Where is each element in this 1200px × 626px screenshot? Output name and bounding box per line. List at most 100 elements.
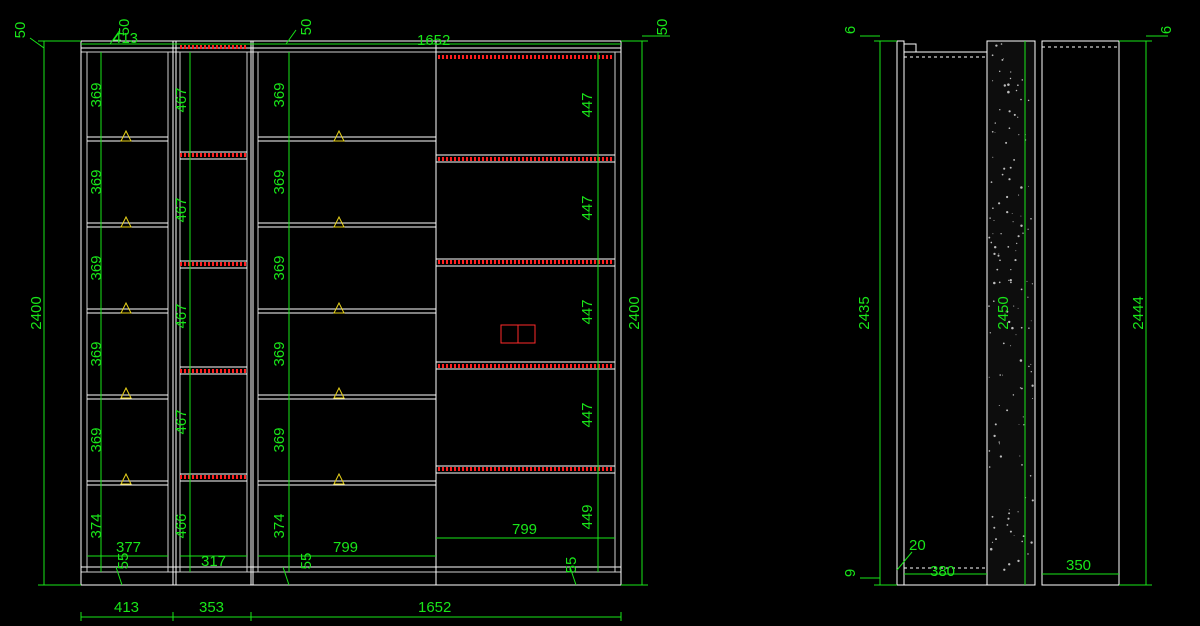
concrete-speck	[1011, 326, 1014, 330]
concrete-speck	[1022, 232, 1024, 234]
concrete-speck	[1019, 359, 1023, 362]
concrete-speck	[1031, 283, 1034, 285]
concrete-wall	[986, 40, 1036, 586]
concrete-speck	[1026, 280, 1028, 282]
concrete-speck	[1032, 397, 1034, 400]
col1-dim: 369	[88, 255, 105, 280]
triangle-icon	[333, 301, 345, 314]
bottom-width: 1652	[418, 599, 451, 616]
inner-width-col2: 317	[201, 553, 226, 570]
socket-icon	[500, 324, 536, 344]
concrete-speck	[1027, 185, 1029, 187]
col2-dim: 467	[173, 303, 190, 328]
column-2-frame	[175, 40, 252, 586]
concrete-speck	[1017, 116, 1019, 118]
col1-dim: 369	[88, 82, 105, 107]
column-2-shelf-marks	[180, 45, 247, 479]
concrete-speck	[1010, 269, 1012, 271]
concrete-speck	[988, 305, 990, 307]
concrete-speck	[990, 241, 993, 244]
concrete-speck	[1009, 530, 1012, 533]
concrete-speck	[995, 538, 997, 541]
concrete-speck	[1010, 71, 1012, 73]
concrete-speck	[1022, 535, 1025, 537]
col1-dim: 369	[88, 341, 105, 366]
concrete-speck	[1020, 215, 1022, 217]
concrete-speck	[1009, 278, 1012, 282]
concrete-speck	[1008, 110, 1011, 113]
triangle-icon	[333, 386, 345, 399]
concrete-speck	[1028, 365, 1030, 368]
front-dimension-text: 2400 2400 50 50 50 50 413 1652 369 369 3…	[12, 19, 671, 616]
concrete-speck	[993, 220, 995, 221]
col3-dim: 369	[271, 82, 288, 107]
side-dimension-text: 2435 6 9 20 380 2450 2444 6 350	[842, 26, 1175, 580]
concrete-speck	[991, 54, 994, 57]
col4-dim: 447	[579, 195, 596, 220]
concrete-speck	[1030, 541, 1033, 544]
triangle-icon	[333, 129, 345, 142]
concrete-speck	[1021, 540, 1023, 543]
concrete-speck	[994, 423, 997, 426]
triangle-icon	[120, 472, 132, 485]
col2-dim: 466	[173, 513, 190, 538]
concrete-speck	[1001, 58, 1004, 61]
concrete-speck	[1012, 394, 1015, 396]
concrete-speck	[999, 259, 1001, 262]
col3-dim: 369	[271, 169, 288, 194]
concrete-speck	[1016, 242, 1018, 245]
col1-dim: 374	[88, 513, 105, 538]
concrete-speck	[998, 253, 1000, 255]
concrete-speck	[995, 44, 998, 47]
inner-width-col4: 799	[512, 521, 537, 538]
concrete-speck	[1015, 334, 1017, 336]
col4-dim: 449	[579, 504, 596, 529]
top-small-dim: 50	[298, 19, 315, 36]
concrete-speck	[1018, 194, 1020, 196]
concrete-speck	[1031, 384, 1034, 387]
concrete-speck	[1008, 320, 1011, 324]
concrete-speck	[1029, 475, 1032, 477]
side-thickness: 20	[909, 537, 926, 554]
concrete-speck	[1015, 89, 1018, 92]
col2-dim: 467	[173, 409, 190, 434]
concrete-speck	[1019, 387, 1022, 389]
concrete-speck	[1006, 210, 1009, 214]
front-dimension-lines	[29, 29, 670, 621]
concrete-speck	[1000, 233, 1002, 235]
concrete-speck	[1013, 535, 1015, 536]
concrete-speck	[1003, 58, 1004, 60]
concrete-speck	[1015, 250, 1017, 252]
concrete-speck	[998, 70, 1001, 73]
triangle-icon	[120, 386, 132, 399]
side-view	[896, 40, 1120, 586]
concrete-speck	[1010, 281, 1012, 284]
bottom-width: 353	[199, 599, 224, 616]
concrete-speck	[989, 217, 991, 219]
concrete-speck	[1027, 553, 1029, 555]
concrete-speck	[1030, 320, 1032, 322]
concrete-speck	[1022, 416, 1024, 418]
concrete-hatch	[988, 43, 1034, 571]
concrete-speck	[1008, 563, 1011, 566]
col2-dim: 467	[173, 87, 190, 112]
concrete-speck	[1030, 363, 1032, 365]
concrete-speck	[993, 281, 996, 285]
column-4-shelves	[436, 154, 615, 474]
concrete-speck	[1017, 307, 1019, 309]
concrete-speck	[990, 181, 993, 183]
col1-dim: 369	[88, 427, 105, 452]
bottom-width: 413	[114, 599, 139, 616]
concrete-speck	[1017, 559, 1020, 563]
concrete-speck	[1001, 173, 1004, 176]
concrete-speck	[998, 443, 1000, 445]
concrete-speck	[1023, 424, 1025, 426]
concrete-speck	[1002, 342, 1005, 345]
concrete-speck	[1019, 455, 1021, 457]
concrete-speck	[1003, 167, 1006, 170]
triangle-markers	[120, 129, 345, 485]
concrete-speck	[1006, 310, 1009, 313]
concrete-speck	[999, 374, 1001, 376]
concrete-speck	[993, 434, 996, 438]
